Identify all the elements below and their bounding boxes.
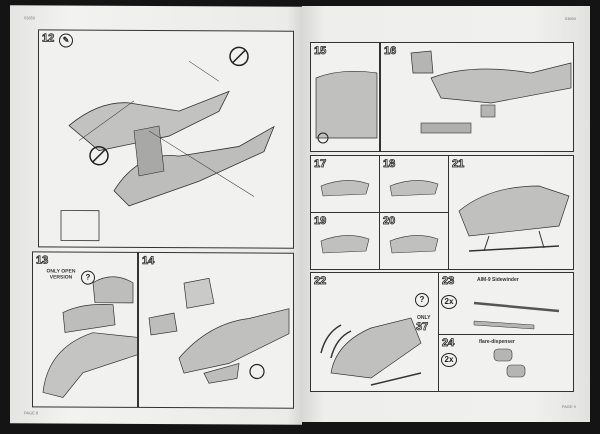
step-number: 22 bbox=[314, 275, 327, 288]
step-21-panel: 21 bbox=[448, 155, 574, 270]
step-number: 20 bbox=[383, 215, 396, 228]
variant-note: ONLY bbox=[417, 315, 431, 321]
step-20-drawing bbox=[389, 235, 439, 254]
right-page: 03650 PAGE 9 15 16 17 18 19 20 21 22 ? O… bbox=[302, 6, 590, 422]
step-number: 18 bbox=[383, 158, 396, 171]
step-number: 16 bbox=[384, 45, 397, 58]
page-footer: PAGE 8 bbox=[24, 410, 39, 416]
step-number: 23 bbox=[442, 275, 455, 288]
step-title: AIM-9 Sidewinder bbox=[477, 277, 519, 283]
step-number: 17 bbox=[314, 158, 327, 171]
step-21-drawing bbox=[458, 185, 570, 252]
step-23-panel: 23 AIM-9 Sidewinder 2x bbox=[438, 272, 574, 336]
step-18-drawing bbox=[389, 180, 439, 197]
step-15-panel: 15 bbox=[310, 42, 380, 152]
step-19-drawing bbox=[320, 235, 370, 254]
helicopter-fuselage-drawing bbox=[60, 46, 275, 242]
quantity-badge: 2x bbox=[441, 353, 457, 367]
step-number: 15 bbox=[314, 45, 327, 58]
step-13-panel: 13 ONLY OPEN VERSION ? bbox=[32, 251, 138, 408]
step-16-panel: 16 bbox=[380, 42, 574, 152]
step-18-panel: 18 bbox=[379, 155, 449, 213]
page-header: 03650 bbox=[564, 16, 576, 21]
step-16-drawing bbox=[410, 50, 572, 134]
step-12-panel: 12 ✎ bbox=[38, 29, 294, 249]
cockpit-assembly-drawing bbox=[148, 277, 290, 384]
step-17-panel: 17 bbox=[310, 155, 380, 213]
step-15-drawing bbox=[315, 71, 378, 144]
page-footer: PAGE 9 bbox=[561, 404, 576, 409]
step-title: flare-dispenser bbox=[479, 339, 515, 345]
step-number: 24 bbox=[442, 337, 455, 350]
question-icon: ? bbox=[415, 293, 429, 307]
variant-number: 37 bbox=[416, 321, 429, 334]
canopy-parts-drawing bbox=[42, 276, 137, 398]
step-22-drawing bbox=[320, 317, 422, 386]
page-header: 03650 bbox=[24, 15, 36, 21]
step-22-panel: 22 ? ONLY 37 bbox=[310, 272, 440, 392]
step-19-panel: 19 bbox=[310, 212, 380, 270]
quantity-badge: 2x bbox=[441, 295, 457, 309]
step-20-panel: 20 bbox=[379, 212, 449, 270]
left-page: 03650 PAGE 8 12 ✎ 13 ONLY OPEN VERSION ? bbox=[10, 5, 302, 425]
sidewinder-drawing bbox=[473, 301, 560, 330]
step-14-panel: 14 bbox=[138, 251, 294, 409]
step-number: 19 bbox=[314, 215, 327, 228]
step-17-drawing bbox=[320, 180, 370, 197]
flare-dispenser-drawing bbox=[493, 348, 526, 378]
step-24-panel: 24 flare-dispenser 2x bbox=[438, 334, 574, 392]
step-number: 21 bbox=[452, 158, 465, 171]
